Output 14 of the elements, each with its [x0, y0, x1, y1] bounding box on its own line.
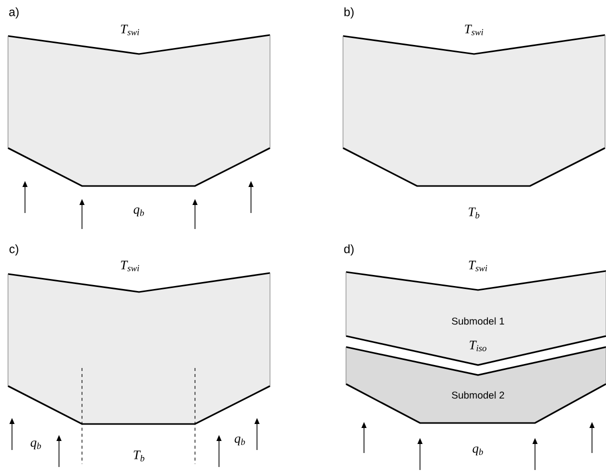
variable-label: q$_{b}$ — [234, 436, 245, 446]
panel-label: c) — [10, 244, 18, 256]
model-polygon — [8, 272, 270, 425]
panel-label: d) — [344, 244, 354, 256]
variable-label: q$_{b}$ — [30, 440, 41, 450]
variable-label: T$_{swi}$ — [120, 24, 140, 36]
variable-label: q$_{b}$ — [472, 446, 483, 456]
model-polygon — [8, 34, 270, 187]
panel-label: a) — [9, 7, 19, 19]
variable-label: T$_{swi}$ — [468, 260, 488, 272]
panel-label: b) — [344, 7, 354, 19]
model-polygon — [342, 34, 606, 187]
variable-label: T$_{swi}$ — [464, 24, 484, 36]
variable-label: T$_{b}$ — [134, 450, 144, 462]
